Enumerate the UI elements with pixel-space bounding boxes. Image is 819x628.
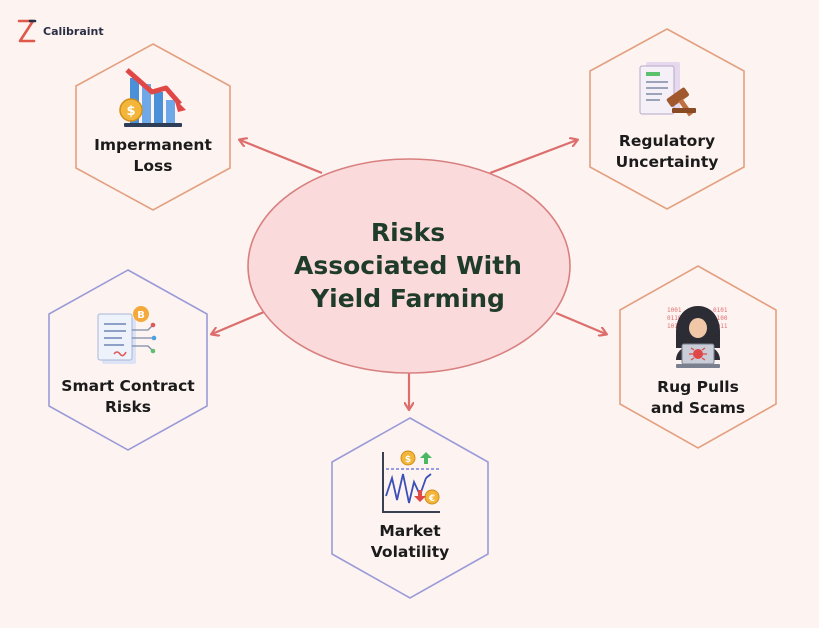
hexagon-regulatory-uncertainty bbox=[589, 28, 745, 210]
arrow-to-smart-contract-risks bbox=[212, 310, 265, 334]
volatile-chart-coins-icon: $ € bbox=[382, 450, 440, 513]
svg-text:$: $ bbox=[405, 455, 411, 465]
svg-text:0011: 0011 bbox=[713, 323, 728, 330]
label-line: Uncertainty bbox=[615, 153, 719, 171]
calibraint-logo-icon bbox=[17, 19, 37, 43]
label-line: Volatility bbox=[370, 543, 450, 561]
label-line: Risks bbox=[104, 398, 151, 416]
label-line: Rug Pulls bbox=[657, 378, 739, 396]
center-title: Risks Associated With Yield Farming bbox=[248, 216, 568, 315]
center-title-line: Associated With bbox=[294, 251, 522, 280]
label-line: Loss bbox=[133, 157, 173, 175]
brand-name: Calibraint bbox=[43, 24, 104, 38]
label-line: Smart Contract bbox=[61, 377, 195, 395]
svg-text:$: $ bbox=[126, 104, 135, 119]
label-regulatory-uncertainty: Regulatory Uncertainty bbox=[592, 131, 742, 173]
center-ellipse bbox=[247, 158, 571, 374]
svg-text:1001: 1001 bbox=[667, 307, 682, 314]
label-rug-pulls-and-scams: Rug Pulls and Scams bbox=[622, 377, 774, 419]
svg-text:B: B bbox=[137, 310, 145, 321]
hexagon-market-volatility bbox=[331, 417, 489, 599]
arrow-to-rug-pulls-and-scams bbox=[555, 311, 606, 334]
label-line: Impermanent bbox=[94, 136, 212, 154]
svg-text:0101: 0101 bbox=[713, 307, 728, 314]
label-market-volatility: Market Volatility bbox=[334, 521, 486, 563]
center-title-line: Risks bbox=[370, 218, 446, 247]
label-line: Market bbox=[379, 522, 441, 540]
label-line: and Scams bbox=[650, 399, 746, 417]
svg-text:1010: 1010 bbox=[667, 323, 682, 330]
contract-bitcoin-circuit-icon: B bbox=[97, 306, 157, 364]
falling-bar-chart-coin-icon: $ bbox=[119, 68, 186, 127]
document-gavel-icon bbox=[639, 62, 696, 117]
label-line: Regulatory bbox=[618, 132, 716, 150]
svg-text:1100: 1100 bbox=[713, 315, 728, 322]
arrow-to-regulatory-uncertainty bbox=[489, 140, 577, 175]
brand-logo: Calibraint bbox=[16, 18, 104, 44]
label-impermanent-loss: Impermanent Loss bbox=[78, 135, 228, 177]
svg-text:€: € bbox=[428, 494, 435, 504]
label-smart-contract-risks: Smart Contract Risks bbox=[51, 376, 205, 418]
svg-text:0110: 0110 bbox=[667, 315, 682, 322]
center-title-line: Yield Farming bbox=[311, 284, 505, 313]
arrow-to-impermanent-loss bbox=[240, 140, 323, 175]
